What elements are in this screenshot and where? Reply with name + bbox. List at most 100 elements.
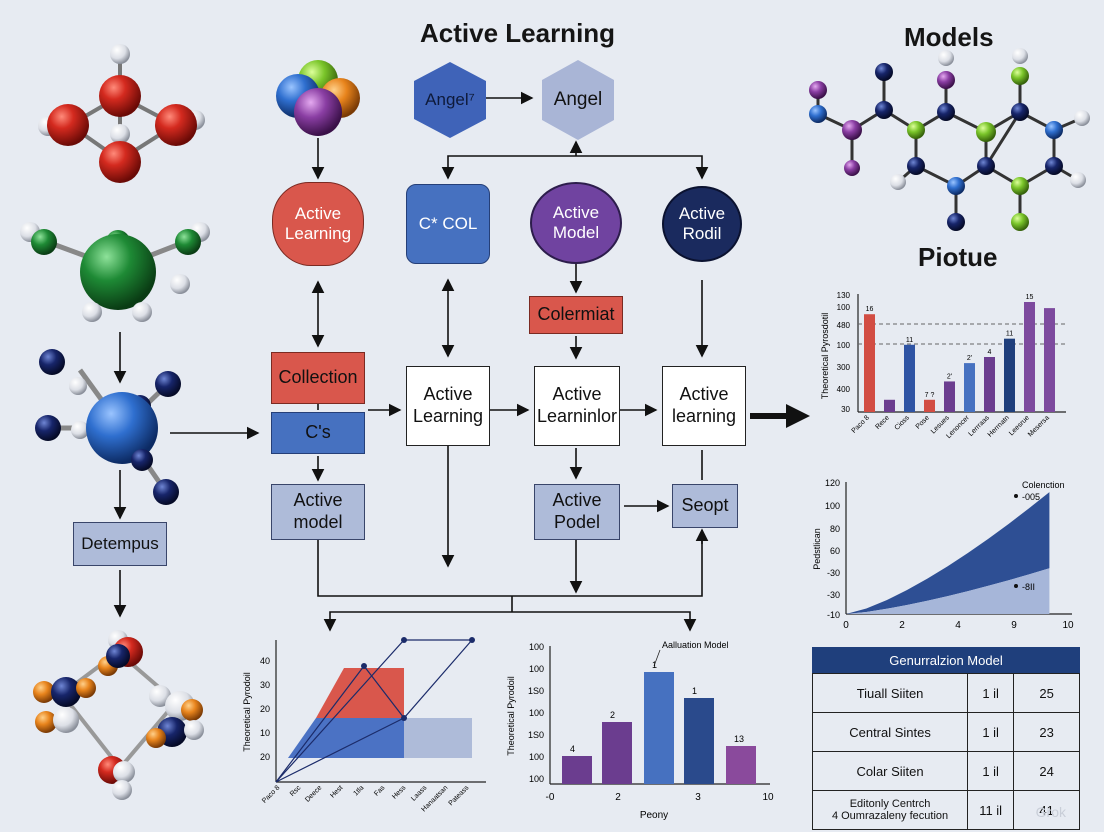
y-tick: 400 xyxy=(837,385,851,394)
y-tick: 100 xyxy=(825,501,840,511)
bar-chart-bottom-yticks: 100 100 1S0 100 1S0 100 100 xyxy=(528,642,544,784)
cs-box: C's xyxy=(271,412,365,454)
area-chart-bottom-left: 40 30 20 10 20 Theoretical Pyrodoil Paco… xyxy=(242,637,486,813)
bar-value-label: 15 xyxy=(1026,294,1034,301)
seopt-box: Seopt xyxy=(672,484,738,528)
area-chart-xticks: 0 2 4 9 10 xyxy=(843,620,1074,631)
y-tick: 30 xyxy=(260,680,270,690)
hexagon-right-label: Angel xyxy=(553,88,603,110)
active-model-node: Active Model xyxy=(530,182,622,264)
y-tick: 20 xyxy=(260,752,270,762)
active-learning-box-3: Active learning xyxy=(662,366,746,446)
bar xyxy=(884,399,895,412)
area-chart-ylabel: Pedstlican xyxy=(812,528,822,570)
x-tick-label: Fas xyxy=(373,784,387,798)
bar xyxy=(644,672,674,784)
table-cell: 41 xyxy=(1013,790,1080,830)
bar-chart-top-right: 130 100 480 100 300 400 30 Theoretical P… xyxy=(820,291,1066,440)
bar xyxy=(562,756,592,784)
table-cell: Colar Siiten xyxy=(811,751,969,791)
generalization-table-header: Genurralzion Model xyxy=(812,647,1080,673)
bar-chart-bottom: Aalluation Model 100 100 1S0 100 1S0 100… xyxy=(506,640,774,821)
bar xyxy=(904,344,915,412)
x-tick-label: Hess xyxy=(391,784,408,801)
table-cell: 1 il xyxy=(967,712,1015,752)
y-tick: 100 xyxy=(837,303,851,312)
active-learning-node: Active Learning xyxy=(272,182,364,266)
hexagon-left xyxy=(414,62,486,138)
bar-value-label: 11 xyxy=(906,337,913,344)
x-tick: -0 xyxy=(546,792,555,803)
bar-chart-bottom-xlabel: Peony xyxy=(640,810,668,821)
y-tick: 100 xyxy=(529,752,544,762)
y-tick: 300 xyxy=(837,363,851,372)
bar xyxy=(726,746,756,784)
y-tick: 10 xyxy=(260,728,270,738)
y-tick: 40 xyxy=(260,656,270,666)
y-tick: -30 xyxy=(827,568,840,578)
c-col-node: C* COL xyxy=(406,184,490,264)
y-tick: 130 xyxy=(837,291,851,300)
area-chart-bl-ylabel: Theoretical Pyrodoil xyxy=(242,672,252,752)
bar xyxy=(944,381,955,412)
bar xyxy=(1024,302,1035,412)
bar xyxy=(924,399,935,412)
bar-value-label: 2' xyxy=(967,355,972,362)
active-rodil-node: Active Rodil xyxy=(662,186,742,262)
y-tick: 480 xyxy=(837,321,851,330)
x-tick-label: Herrnatn xyxy=(987,414,1011,438)
x-tick-label: Rece xyxy=(874,414,891,431)
detempus-box: Detempus xyxy=(73,522,167,566)
bar-value-label: 1 xyxy=(652,660,657,670)
x-tick: 0 xyxy=(843,620,849,631)
x-tick-label: Pose xyxy=(915,414,931,430)
big-right-arrow xyxy=(750,404,810,428)
y-tick: 100 xyxy=(837,341,851,350)
x-tick: 10 xyxy=(762,792,774,803)
y-tick: 1S0 xyxy=(528,686,544,696)
bar-chart-bottom-xticks: -0 2 3 10 xyxy=(546,792,774,803)
models-title: Models xyxy=(904,22,994,52)
y-tick: -10 xyxy=(827,610,840,620)
x-tick-label: Deece xyxy=(304,784,323,803)
bar-value-label: 16 xyxy=(866,306,874,313)
area-series-lower xyxy=(846,568,1050,614)
bar-chart-top-right-ylabel: Theoretical Pyrosdotil xyxy=(820,313,830,400)
bar-value-label: 7 ? xyxy=(925,392,935,399)
bar-value-label: 2 xyxy=(610,710,615,720)
y-tick: 100 xyxy=(529,708,544,718)
y-tick: 100 xyxy=(529,774,544,784)
series-end-marker xyxy=(1014,494,1018,498)
table-cell: 1 il xyxy=(967,673,1015,713)
bar xyxy=(1004,338,1015,412)
watermark: Grok xyxy=(1035,804,1066,820)
main-title: Active Learning xyxy=(420,18,616,48)
active-podel-box: Active Podel xyxy=(534,484,620,540)
bar-chart-top-right-yticks: 130 100 480 100 300 400 30 xyxy=(837,291,851,414)
area-band-red xyxy=(316,668,404,718)
bar xyxy=(1044,308,1055,412)
area-series-annotation-lower: -8II xyxy=(1022,582,1035,592)
bar xyxy=(864,314,875,412)
c-col-label: C* COL xyxy=(418,213,478,233)
bar xyxy=(602,722,632,784)
x-tick-label: Pateass xyxy=(448,784,471,807)
table-cell: Tiuall Siiten xyxy=(811,673,969,713)
area-series-name: Colenction xyxy=(1022,480,1065,490)
area-series-upper xyxy=(846,492,1050,614)
x-tick-label: Laass xyxy=(410,784,429,803)
x-tick: 9 xyxy=(1011,620,1017,631)
bar-value-label: 11 xyxy=(1006,331,1013,338)
area-series-annotation: -005 xyxy=(1022,492,1040,502)
x-tick-label: Mesersa xyxy=(1027,414,1051,438)
active-learning-box-2: Active Learninlor xyxy=(534,366,620,446)
table-cell: Central Sintes xyxy=(811,712,969,752)
x-tick: 2 xyxy=(615,792,621,803)
bar-chart-bottom-ylabel: Theoretical Pyrodoil xyxy=(506,676,516,756)
x-tick-label: Hest xyxy=(329,784,344,799)
